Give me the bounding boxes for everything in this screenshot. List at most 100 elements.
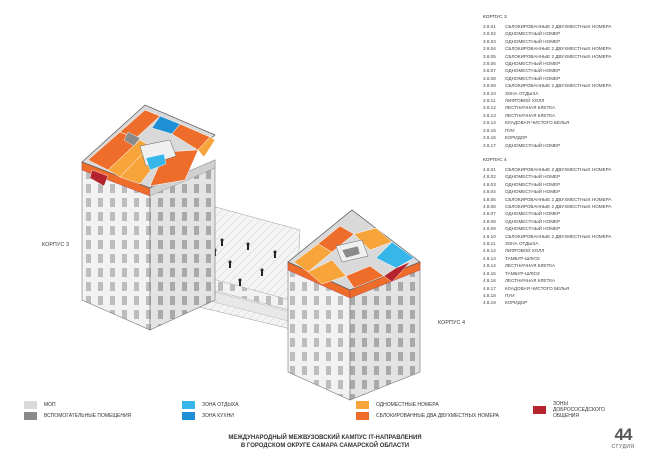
legend-item-double: СБЛОКИРОВАННЫЕ ДВА ДВУХМЕСТНЫХ НОМЕРА xyxy=(356,412,499,420)
page-title: МЕЖДУНАРОДНЫЙ МЕЖВУЗОВСКИЙ КАМПУС IT-НАП… xyxy=(0,434,650,450)
legend-item-kitchen: ЗОНА КУХНИ xyxy=(182,412,234,420)
room-code: 3.8.15 xyxy=(483,127,496,133)
legend-label: ОДНОМЕСТНЫЕ НОМЕРА xyxy=(376,402,439,408)
room-code: 3.8.03 xyxy=(483,38,496,44)
room-code: 3.8.11 xyxy=(483,98,496,104)
legend-swatch xyxy=(356,401,369,409)
room-name: ЛИФТОВОЙ ХОЛЛ xyxy=(505,248,545,254)
list-item: 3.8.06 ОДНОМЕСТНЫЙ НОМЕР xyxy=(483,60,611,67)
title-line-2: В ГОРОДСКОМ ОКРУГЕ САМАРА САМАРСКОЙ ОБЛА… xyxy=(240,443,410,449)
legend-item-good-neighbor: ЗОНЫ ДОБРОСОСЕДСКОГО ОБЩЕНИЯ xyxy=(533,401,615,419)
list-item: 4.8.08 ОДНОМЕСТНЫЙ НОМЕР xyxy=(483,218,611,225)
list-item: 3.8.13 ЛЕСТНИЧНАЯ КЛЕТКА xyxy=(483,112,611,119)
room-code: 3.8.01 xyxy=(483,24,496,29)
legend-label: МОП xyxy=(44,402,56,408)
room-name: ОДНОМЕСТНЫЙ НОМЕР xyxy=(505,218,561,224)
room-list-4-heading: КОРПУС 4 xyxy=(483,158,507,163)
building-3-label: КОРПУС 3 xyxy=(42,242,70,248)
room-code: 4.8.16 xyxy=(483,278,496,284)
legend-label: ЗОНА КУХНИ xyxy=(202,413,234,419)
legend-item-rest: ЗОНА ОТДЫХА xyxy=(182,401,238,409)
legend-label: СБЛОКИРОВАННЫЕ ДВА ДВУХМЕСТНЫХ НОМЕРА xyxy=(376,413,500,419)
room-code: 4.8.06 xyxy=(483,204,496,210)
room-name: ОДНОМЕСТНЫЙ НОМЕР xyxy=(505,68,561,74)
room-name: СБЛОКИРОВАННЫЕ 2 ДВУХМЕСТНЫХ НОМЕРА xyxy=(505,83,612,89)
legend-swatch xyxy=(182,412,195,420)
room-name: СБЛОКИРОВАННЫЕ 2 ДВУХМЕСТНЫХ НОМЕРА xyxy=(505,196,612,202)
room-name: ОДНОМЕСТНЫЙ НОМЕР xyxy=(505,211,561,217)
room-code: 3.8.02 xyxy=(483,31,496,37)
room-code: 3.8.09 xyxy=(483,83,496,89)
title-line-1: МЕЖДУНАРОДНЫЙ МЕЖВУЗОВСКИЙ КАМПУС IT-НАП… xyxy=(228,435,422,441)
room-name: ТАМБУР-ШЛЮЗ xyxy=(505,255,540,261)
legend-label: ЗОНА ОТДЫХА xyxy=(202,402,239,408)
legend-item-aux: ВСПОМОГАТЕЛЬНЫЕ ПОМЕЩЕНИЯ xyxy=(24,412,131,420)
logo-digits: 44 xyxy=(614,425,633,444)
room-code: 4.8.14 xyxy=(483,263,496,269)
room-name: ЛЕСТНИЧНАЯ КЛЕТКА xyxy=(505,278,556,284)
room-name: ПУИ xyxy=(505,292,515,298)
room-name: ЗОНА ОТДЫХА xyxy=(505,90,539,96)
room-code: 4.8.01 xyxy=(483,167,496,172)
room-name: ОДНОМЕСТНЫЙ НОМЕР xyxy=(505,75,561,81)
room-code: 3.8.05 xyxy=(483,53,496,59)
list-item: 3.8.01 СБЛОКИРОВАННЫЕ 2 ДВУХМЕСТНЫХ НОМЕР… xyxy=(483,23,611,30)
room-name: СБЛОКИРОВАННЫЕ 2 ДВУХМЕСТНЫХ НОМЕРА xyxy=(505,24,612,29)
room-name: ОДНОМЕСТНЫЙ НОМЕР xyxy=(505,181,561,187)
legend-item-mop: МОП xyxy=(24,401,56,409)
room-name: ЛЕСТНИЧНАЯ КЛЕТКА xyxy=(505,263,556,269)
room-code: 3.8.06 xyxy=(483,61,496,67)
room-code: 4.8.18 xyxy=(483,292,496,298)
room-code: 4.8.09 xyxy=(483,226,496,232)
room-name: СБЛОКИРОВАННЫЕ 2 ДВУХМЕСТНЫХ НОМЕРА xyxy=(505,167,612,172)
legend-swatch xyxy=(24,412,37,420)
room-code: 3.8.13 xyxy=(483,112,496,118)
room-code: 4.8.15 xyxy=(483,270,496,276)
list-item: 4.8.15 ТАМБУР-ШЛЮЗ xyxy=(483,270,611,277)
room-code: 4.8.17 xyxy=(483,285,496,291)
room-name: ЛЕСТНИЧНАЯ КЛЕТКА xyxy=(505,105,556,111)
room-name: ОДНОМЕСТНЫЙ НОМЕР xyxy=(505,226,561,232)
room-name: ЛЕСТНИЧНАЯ КЛЕТКА xyxy=(505,112,556,118)
legend-swatch xyxy=(182,401,195,409)
legend-swatch xyxy=(533,406,546,414)
legend-swatch xyxy=(24,401,37,409)
room-name: ТАМБУР-ШЛЮЗ xyxy=(505,270,540,276)
building-4-label: КОРПУС 4 xyxy=(438,320,466,326)
room-code: 3.8.08 xyxy=(483,75,496,81)
room-code: 3.8.04 xyxy=(483,46,496,52)
room-name: СБЛОКИРОВАННЫЕ 2 ДВУХМЕСТНЫХ НОМЕРА xyxy=(505,204,612,210)
legend-label: ЗОНЫ ДОБРОСОСЕДСКОГО ОБЩЕНИЯ xyxy=(553,401,606,419)
room-name: ОДНОМЕСТНЫЙ НОМЕР xyxy=(505,31,561,37)
building-3 xyxy=(81,104,216,331)
legend-swatch xyxy=(356,412,369,420)
room-name: ОДНОМЕСТНЫЙ НОМЕР xyxy=(505,189,561,195)
legend-label: ВСПОМОГАТЕЛЬНЫЕ ПОМЕЩЕНИЯ xyxy=(44,413,132,419)
room-code: 4.8.08 xyxy=(483,218,496,224)
room-code: 4.8.19 xyxy=(483,300,496,306)
room-name: ОДНОМЕСТНЫЙ НОМЕР xyxy=(505,61,561,67)
room-code: 4.8.05 xyxy=(483,196,496,202)
room-code: 3.8.14 xyxy=(483,120,496,126)
list-item: 4.8.09 ОДНОМЕСТНЫЙ НОМЕР xyxy=(483,225,611,232)
list-item: 4.8.06 СБЛОКИРОВАННЫЕ 2 ДВУХМЕСТНЫХ НОМЕР… xyxy=(483,203,611,210)
room-name: ЛИФТОВОЙ ХОЛЛ xyxy=(505,98,545,104)
room-list-3-heading: КОРПУС 3 xyxy=(483,15,507,20)
list-item: 4.8.18 ПУИ xyxy=(483,292,611,299)
